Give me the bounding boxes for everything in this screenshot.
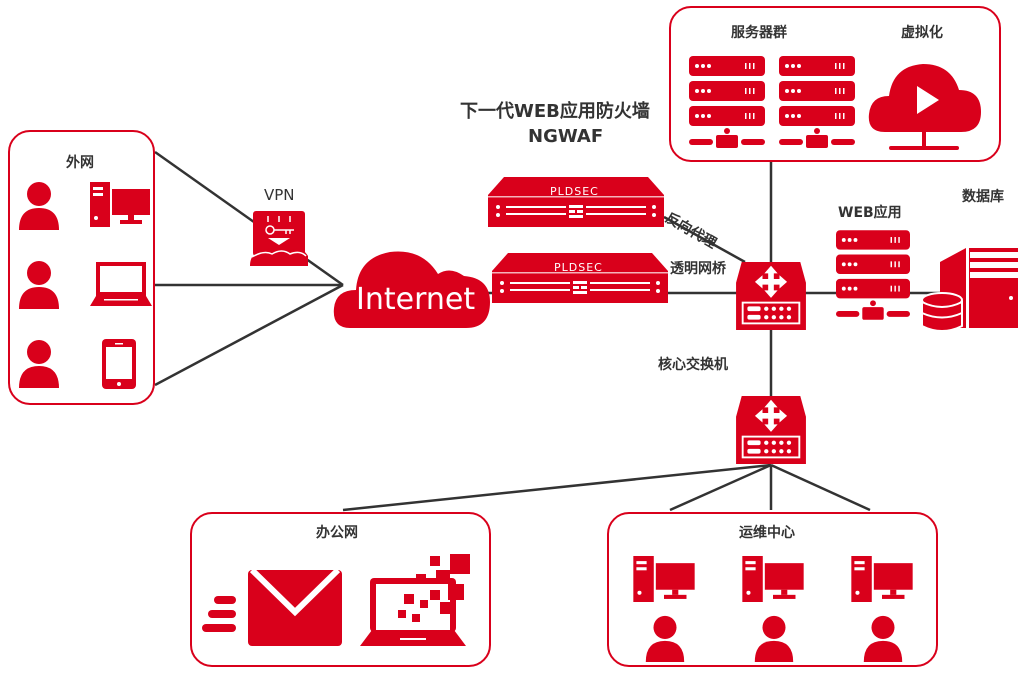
- laptop-icon: [90, 262, 152, 306]
- internet-label: Internet: [356, 282, 476, 317]
- line-ext-bottom: [154, 283, 344, 387]
- main-switch-icon: [736, 262, 806, 330]
- desktop-icon: [633, 556, 695, 602]
- product-title: 下一代WEB应用防火墙: [460, 101, 650, 122]
- core-switch-label: 核心交换机: [658, 357, 728, 373]
- laptop-data-icon: [360, 554, 470, 646]
- desktop-icon: [90, 182, 150, 227]
- server-cluster-label: 服务器群: [731, 25, 787, 41]
- vpn-icon: [250, 211, 308, 266]
- line-reverse-proxy: [663, 215, 746, 264]
- user-icon: [19, 261, 59, 309]
- virtualization-label: 虚拟化: [901, 25, 943, 41]
- desktop-icon: [851, 556, 913, 602]
- line-ext-top: [154, 150, 344, 287]
- server-icon: [779, 56, 855, 148]
- office-network-box: 办公网: [190, 512, 491, 667]
- database-label: 数据库: [962, 189, 1004, 205]
- web-app-label: WEB应用: [838, 205, 902, 221]
- internet-cloud-icon: [333, 251, 490, 328]
- user-icon: [645, 615, 685, 662]
- server-cluster-box: 服务器群 虚拟化: [669, 6, 1001, 162]
- firewall-brand: PLDSEC: [554, 261, 603, 274]
- user-icon: [19, 182, 59, 230]
- database-icon: [921, 248, 1018, 332]
- vpn-label: VPN: [264, 186, 295, 204]
- firewall-brand: PLDSEC: [550, 185, 599, 198]
- line-core-office: [342, 463, 772, 512]
- external-network-label: 外网: [66, 155, 94, 171]
- line-core-ops-left: [669, 463, 772, 512]
- email-icon: [202, 567, 342, 646]
- user-icon: [863, 615, 903, 662]
- product-subtitle: NGWAF: [528, 126, 604, 147]
- phone-icon: [102, 339, 136, 389]
- ops-center-box: 运维中心: [607, 512, 938, 667]
- user-icon: [19, 340, 59, 388]
- web-app-server-icon: [836, 230, 910, 320]
- desktop-icon: [742, 556, 804, 602]
- virtual-cloud-icon: [868, 64, 981, 150]
- external-network-box: 外网: [8, 130, 155, 405]
- ops-center-label: 运维中心: [739, 525, 795, 541]
- transparent-bridge-label: 透明网桥: [670, 261, 726, 277]
- server-icon: [689, 56, 765, 148]
- line-core-ops-right: [770, 463, 871, 512]
- user-icon: [754, 615, 794, 662]
- core-switch-icon: [736, 396, 806, 464]
- office-network-label: 办公网: [316, 525, 358, 541]
